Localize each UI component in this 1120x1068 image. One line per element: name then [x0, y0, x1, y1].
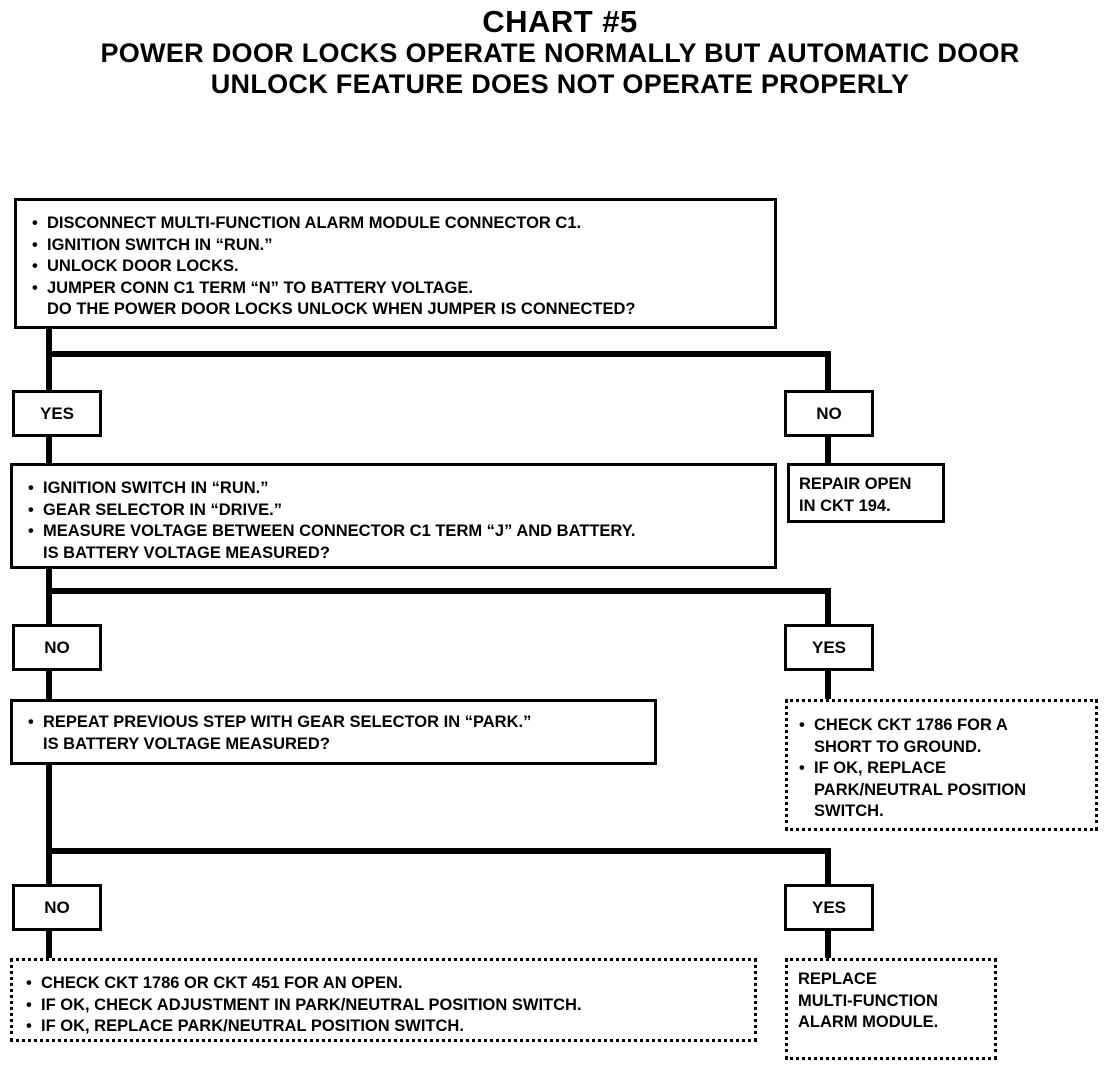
step3-bullet: REPEAT PREVIOUS STEP WITH GEAR SELECTOR …: [23, 712, 654, 734]
chart-subtitle: POWER DOOR LOCKS OPERATE NORMALLY BUT AU…: [0, 38, 1120, 100]
check-short-line: CHECK CKT 1786 FOR A: [814, 716, 1008, 734]
replace-module-line-1: REPLACE: [798, 970, 877, 988]
connector-line: [46, 848, 831, 854]
connector-line: [46, 588, 831, 594]
step3-yes-label: YES: [784, 884, 874, 931]
step3-box: REPEAT PREVIOUS STEP WITH GEAR SELECTOR …: [10, 699, 657, 765]
step1-bullet: UNLOCK DOOR LOCKS.: [27, 256, 774, 278]
step2-bullet: MEASURE VOLTAGE BETWEEN CONNECTOR C1 TER…: [23, 521, 774, 543]
check-short-line: SWITCH.: [814, 802, 884, 820]
replace-module-box: REPLACE MULTI-FUNCTION ALARM MODULE.: [785, 958, 997, 1060]
replace-module-line-3: ALARM MODULE.: [798, 1013, 939, 1031]
check-open-bullet: IF OK, CHECK ADJUSTMENT IN PARK/NEUTRAL …: [21, 995, 754, 1017]
connector-line: [46, 762, 52, 890]
step3-no-label: NO: [12, 884, 102, 931]
connector-line: [46, 928, 52, 960]
connector-line: [46, 325, 52, 395]
step2-no-label: NO: [12, 624, 102, 671]
step2-yes-label: YES: [784, 624, 874, 671]
check-short-line: IF OK, REPLACE: [814, 759, 947, 777]
replace-module-line-2: MULTI-FUNCTION: [798, 991, 938, 1010]
step1-bullet: DISCONNECT MULTI-FUNCTION ALARM MODULE C…: [27, 213, 774, 235]
repair-open-box: REPAIR OPEN IN CKT 194.: [787, 463, 945, 523]
step2-bullet: GEAR SELECTOR IN “DRIVE.”: [23, 500, 774, 522]
connector-line: [46, 566, 52, 628]
step1-bullet: JUMPER CONN C1 TERM “N” TO BATTERY VOLTA…: [27, 278, 774, 300]
connector-line: [46, 351, 831, 357]
check-short-box: CHECK CKT 1786 FOR A SHORT TO GROUND. IF…: [785, 699, 1098, 831]
chart-subtitle-line-2: UNLOCK FEATURE DOES NOT OPERATE PROPERLY: [210, 69, 910, 99]
check-open-bullet: IF OK, REPLACE PARK/NEUTRAL POSITION SWI…: [21, 1016, 754, 1038]
step1-question: DO THE POWER DOOR LOCKS UNLOCK WHEN JUMP…: [47, 300, 636, 318]
chart-title: CHART #5: [482, 4, 638, 39]
step3-question: IS BATTERY VOLTAGE MEASURED?: [43, 734, 330, 753]
check-open-box: CHECK CKT 1786 OR CKT 451 FOR AN OPEN. I…: [10, 958, 757, 1042]
step1-yes-label: YES: [12, 390, 102, 437]
check-short-line: SHORT TO GROUND.: [814, 737, 982, 756]
repair-open-line-2: IN CKT 194.: [799, 496, 891, 515]
connector-line: [825, 351, 831, 395]
step1-bullet: IGNITION SWITCH IN “RUN.”: [27, 235, 774, 257]
check-open-bullet: CHECK CKT 1786 OR CKT 451 FOR AN OPEN.: [21, 973, 754, 995]
connector-line: [825, 669, 831, 703]
chart-subtitle-line-1: POWER DOOR LOCKS OPERATE NORMALLY BUT AU…: [100, 38, 1020, 68]
connector-line: [46, 669, 52, 703]
connector-line: [825, 928, 831, 960]
step2-question: IS BATTERY VOLTAGE MEASURED?: [43, 543, 330, 562]
step1-no-label: NO: [784, 390, 874, 437]
connector-line: [825, 848, 831, 888]
connector-line: [825, 432, 831, 468]
check-short-bullet: CHECK CKT 1786 FOR A SHORT TO GROUND.: [794, 715, 1095, 758]
check-short-line: PARK/NEUTRAL POSITION: [814, 780, 1027, 799]
step1-box: DISCONNECT MULTI-FUNCTION ALARM MODULE C…: [14, 198, 777, 329]
step2-box: IGNITION SWITCH IN “RUN.” GEAR SELECTOR …: [10, 463, 777, 569]
step2-bullet: IGNITION SWITCH IN “RUN.”: [23, 478, 774, 500]
connector-line: [825, 588, 831, 628]
connector-line: [46, 432, 52, 470]
repair-open-line-1: REPAIR OPEN: [799, 475, 912, 493]
check-short-bullet: IF OK, REPLACE PARK/NEUTRAL POSITION SWI…: [794, 758, 1095, 823]
